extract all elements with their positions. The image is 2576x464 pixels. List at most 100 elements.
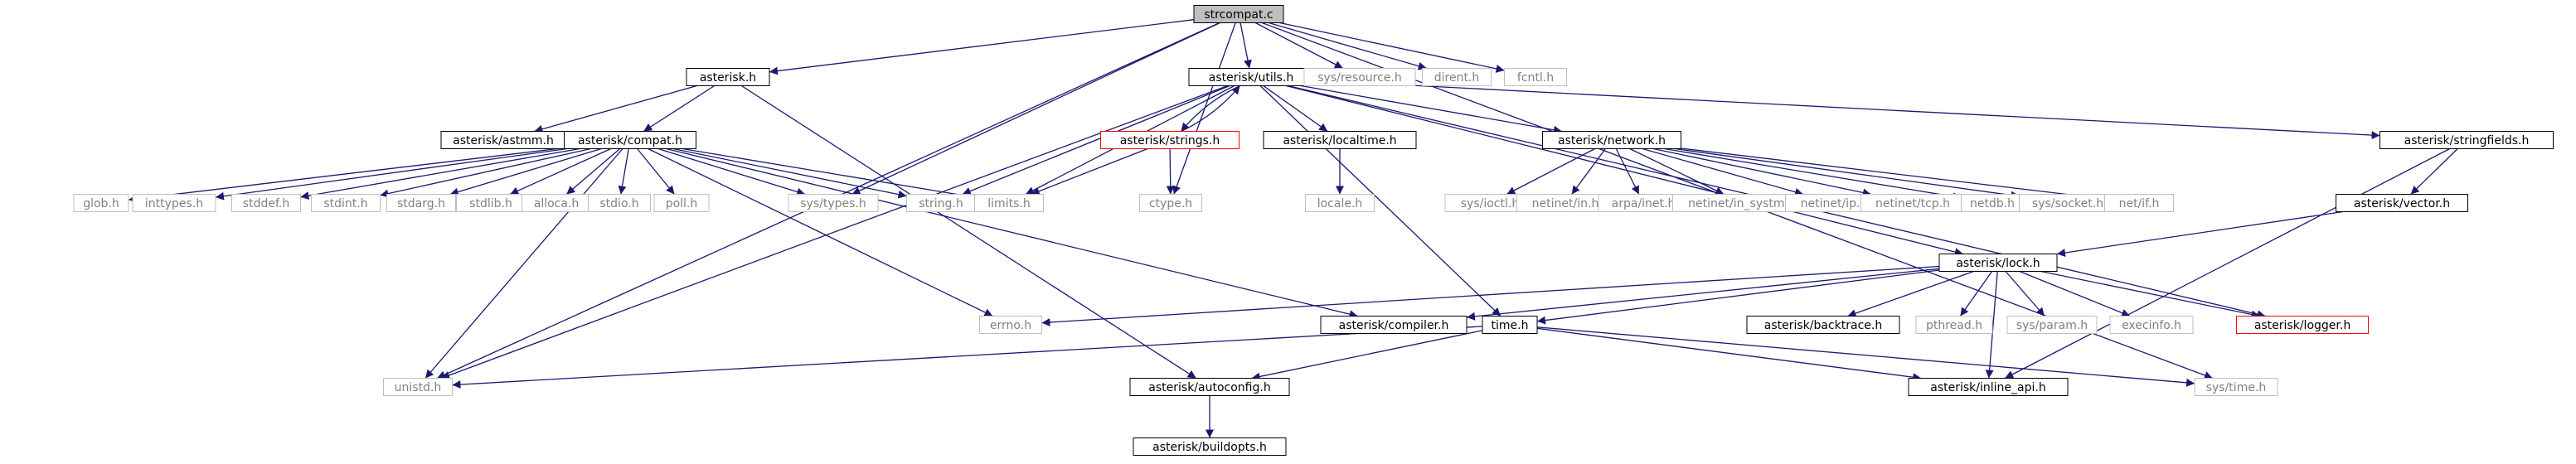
edge-lock-to-backtrace bbox=[1847, 270, 1974, 317]
node-string: string.h bbox=[906, 194, 976, 212]
node-label-logger: asterisk/logger.h bbox=[2254, 319, 2350, 332]
edge-utils-to-unistd bbox=[440, 85, 1229, 379]
node-label-resource: sys/resource.h bbox=[1317, 71, 1401, 85]
node-label-insystm: netinet/in_systm.h bbox=[1688, 197, 1796, 210]
node-pthread: pthread.h bbox=[1915, 316, 1993, 334]
edge-compat-to-limits bbox=[682, 147, 975, 201]
node-label-strings: asterisk/strings.h bbox=[1120, 134, 1220, 147]
node-box-logger bbox=[2236, 316, 2369, 334]
node-label-backtrace: asterisk/backtrace.h bbox=[1764, 319, 1882, 332]
node-sysparam: sys/param.h bbox=[2006, 316, 2098, 334]
node-box-errno bbox=[979, 316, 1042, 334]
node-asterisk[interactable]: asterisk.h bbox=[686, 68, 770, 86]
node-stdint: stdint.h bbox=[311, 194, 381, 212]
node-label-socket: sys/socket.h bbox=[2032, 197, 2103, 210]
node-label-netip: netinet/ip.h bbox=[1801, 197, 1868, 210]
node-tcp: netinet/tcp.h bbox=[1860, 194, 1965, 212]
edge-compat-to-stdarg bbox=[449, 147, 602, 196]
node-buildopts[interactable]: asterisk/buildopts.h bbox=[1133, 437, 1287, 456]
node-box-unistd bbox=[383, 378, 453, 396]
node-netip: netinet/ip.h bbox=[1785, 194, 1883, 212]
node-backtrace[interactable]: asterisk/backtrace.h bbox=[1746, 316, 1900, 334]
node-box-inline_api bbox=[1908, 378, 2069, 396]
node-systypes: sys/types.h bbox=[788, 194, 879, 212]
edge-utils-to-lock bbox=[1286, 85, 1963, 256]
node-strings[interactable]: asterisk/strings.h bbox=[1100, 131, 1239, 149]
node-localtime[interactable]: asterisk/localtime.h bbox=[1263, 131, 1417, 149]
node-box-systime bbox=[2194, 378, 2278, 396]
node-label-glob: glob.h bbox=[83, 197, 119, 210]
node-lock[interactable]: asterisk/lock.h bbox=[1938, 254, 2058, 272]
node-label-stdarg: stdarg.h bbox=[397, 197, 445, 210]
edge-strcompat-to-asterisk bbox=[769, 19, 1195, 75]
node-time[interactable]: time.h bbox=[1482, 316, 1538, 334]
node-locale: locale.h bbox=[1305, 194, 1375, 212]
node-box-asterisk bbox=[686, 68, 770, 86]
node-vector[interactable]: asterisk/vector.h bbox=[2336, 194, 2468, 212]
node-box-resource bbox=[1303, 68, 1416, 86]
node-utils[interactable]: asterisk/utils.h bbox=[1188, 68, 1314, 86]
node-box-limits bbox=[974, 194, 1044, 212]
node-insystm: netinet/in_systm.h bbox=[1672, 194, 1812, 212]
node-logger[interactable]: asterisk/logger.h bbox=[2236, 316, 2369, 334]
node-stdlib: stdlib.h bbox=[456, 194, 526, 212]
node-box-time bbox=[1482, 316, 1538, 334]
edge-strcompat-to-dirent bbox=[1269, 22, 1427, 70]
node-arpainet: arpa/inet.h bbox=[1598, 194, 1689, 212]
node-glob: glob.h bbox=[73, 194, 129, 212]
edge-asterisk-to-astmm bbox=[534, 85, 697, 133]
node-systime: sys/time.h bbox=[2194, 378, 2278, 396]
node-strcompat[interactable]: strcompat.c bbox=[1193, 5, 1284, 23]
node-compiler[interactable]: asterisk/compiler.h bbox=[1320, 316, 1467, 334]
node-compat[interactable]: asterisk/compat.h bbox=[564, 131, 696, 149]
node-autoconfig[interactable]: asterisk/autoconfig.h bbox=[1129, 378, 1290, 396]
edge-strcompat-to-fcntl bbox=[1279, 22, 1505, 73]
node-label-time: time.h bbox=[1492, 319, 1529, 332]
edge-compat-to-stddef bbox=[300, 147, 580, 201]
node-box-netif bbox=[2104, 194, 2174, 212]
edge-network-to-netdb bbox=[1664, 147, 1962, 201]
node-label-pthread: pthread.h bbox=[1926, 319, 1982, 332]
edge-compat-to-errno bbox=[648, 147, 993, 317]
node-unistd: unistd.h bbox=[383, 378, 453, 396]
node-astmm[interactable]: asterisk/astmm.h bbox=[440, 131, 566, 149]
dependency-edges bbox=[128, 19, 2458, 438]
node-box-fcntl bbox=[1504, 68, 1567, 86]
edge-network-to-netif bbox=[1681, 147, 2105, 202]
edge-strings-to-ctype bbox=[1166, 148, 1175, 195]
node-label-tcp: netinet/tcp.h bbox=[1875, 197, 1950, 210]
node-stringfields[interactable]: asterisk/stringfields.h bbox=[2380, 131, 2554, 149]
node-box-dirent bbox=[1422, 68, 1492, 86]
edge-time-to-autoconfig bbox=[1251, 330, 1483, 381]
node-label-compiler: asterisk/compiler.h bbox=[1339, 319, 1449, 332]
edge-compat-to-stdlib bbox=[509, 147, 612, 196]
node-network[interactable]: asterisk/network.h bbox=[1542, 131, 1681, 149]
node-box-compat bbox=[564, 131, 696, 149]
node-box-vector bbox=[2336, 194, 2468, 212]
edge-network-to-tcp bbox=[1653, 147, 1871, 197]
edge-lock-to-pthread bbox=[1959, 271, 1993, 317]
node-netin: netinet/in.h bbox=[1516, 194, 1614, 212]
edge-asterisk-to-compat bbox=[643, 85, 716, 133]
node-box-pthread bbox=[1915, 316, 1993, 334]
node-netdb: netdb.h bbox=[1961, 194, 2024, 212]
node-box-systypes bbox=[788, 194, 879, 212]
node-label-locale: locale.h bbox=[1317, 197, 1363, 210]
edge-strcompat-to-resource bbox=[1254, 22, 1344, 70]
node-label-limits: limits.h bbox=[987, 197, 1030, 210]
edge-time-to-systime bbox=[1536, 326, 2195, 387]
edge-lock-to-logger bbox=[2040, 270, 2260, 319]
edge-strings-to-limits bbox=[1031, 147, 1148, 196]
node-execinfo: execinfo.h bbox=[2109, 316, 2194, 334]
edge-utils-to-time bbox=[1259, 85, 1501, 317]
node-box-lock bbox=[1938, 254, 2058, 272]
node-label-unistd: unistd.h bbox=[395, 381, 442, 394]
node-label-vector: asterisk/vector.h bbox=[2354, 197, 2450, 210]
edge-lock-to-sysparam bbox=[2005, 271, 2045, 317]
node-box-strings bbox=[1100, 131, 1239, 149]
node-label-strcompat: strcompat.c bbox=[1204, 8, 1273, 22]
edge-stringfields-to-vector bbox=[2410, 148, 2458, 195]
node-label-dirent: dirent.h bbox=[1434, 71, 1480, 85]
node-inline_api[interactable]: asterisk/inline_api.h bbox=[1908, 378, 2069, 396]
node-label-alloca: alloca.h bbox=[534, 197, 580, 210]
